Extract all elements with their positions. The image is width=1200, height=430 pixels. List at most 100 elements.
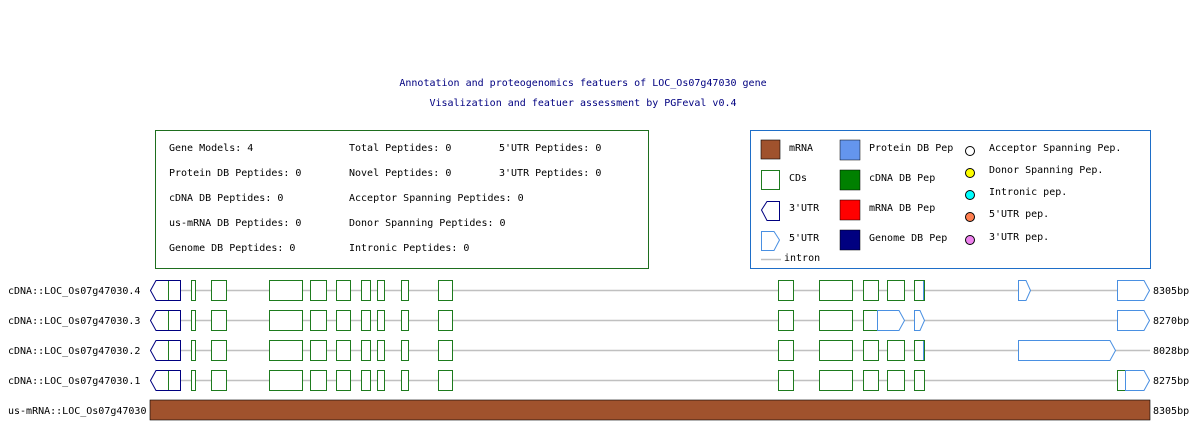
legend-cdna-db-label: cDNA DB Pep [869, 173, 936, 184]
track-cdna-2-cds [377, 340, 385, 361]
track-cdna-3-cds [438, 310, 453, 331]
stats-panel: Gene Models: 4 Total Peptides: 0 5'UTR P… [155, 130, 649, 269]
track-cdna-1-cds [914, 370, 925, 391]
track-cdna-2-cds [401, 340, 409, 361]
stat-gene-models: Gene Models: 4 [169, 143, 254, 154]
track-cdna-2: cDNA::LOC_Os07g47030.2 8028bp [8, 340, 1189, 361]
legend-protein-db-label: Protein DB Pep [869, 143, 954, 154]
track-cdna-2-cds [819, 340, 853, 361]
track-cdna-4-cds [438, 280, 453, 301]
track-cdna-2-label: cDNA::LOC_Os07g47030.2 [8, 346, 140, 357]
track-cdna-3-cds [191, 310, 196, 331]
track-cdna-2-cds [914, 340, 925, 361]
track-cdna-2-cds [863, 340, 879, 361]
track-cdna-2-cds [211, 340, 227, 361]
track-cdna-3-cds [863, 310, 878, 331]
track-cdna-1-cds [438, 370, 453, 391]
header-title: Annotation and proteogenomics featuers o… [399, 78, 767, 89]
track-cdna-2-cds [887, 340, 905, 361]
track-cdna-4-cds [211, 280, 227, 301]
legend-mrna-db-label: mRNA DB Pep [869, 203, 936, 214]
track-cdna-3-cds [401, 310, 409, 331]
legend-3utr-swatch [760, 201, 780, 221]
legend-genome-db-label: Genome DB Pep [869, 233, 948, 244]
legend-mrna-label: mRNA [789, 143, 814, 154]
track-cdna-4-5utr [1018, 280, 1032, 301]
track-usmrna-bar [149, 399, 1151, 421]
track-cdna-4-cds [377, 280, 385, 301]
track-cdna-2-cds [438, 340, 453, 361]
track-cdna-3-length: 8270bp [1153, 316, 1189, 327]
track-cdna-1-cds [1117, 370, 1126, 391]
track-cdna-3-5utr [1117, 310, 1151, 331]
track-cdna-2-5utr [1018, 340, 1117, 361]
track-cdna-4-5utr [1117, 280, 1151, 301]
stat-novel-peptides: Novel Peptides: 0 [349, 168, 452, 179]
track-cdna-1-cds [401, 370, 409, 391]
track-cdna-3-cds [361, 310, 371, 331]
track-cdna-1-3utr [149, 370, 181, 391]
legend-5utr-dot [965, 212, 975, 222]
track-cdna-4-3utr [149, 280, 181, 301]
stat-3utr-peptides: 3'UTR Peptides: 0 [499, 168, 602, 179]
track-cdna-4-cds [336, 280, 351, 301]
track-cdna-3-cds [377, 310, 385, 331]
legend-acceptor-dot [965, 146, 975, 156]
track-cdna-1-5utr [1125, 370, 1151, 391]
track-cdna-3-3utr [149, 310, 181, 331]
stat-protein-db-peptides: Protein DB Peptides: 0 [169, 168, 302, 179]
track-cdna-1-cds [269, 370, 303, 391]
legend-protein-db-swatch [839, 139, 861, 161]
track-cdna-4-cds [863, 280, 879, 301]
stat-cdna-db-peptides: cDNA DB Peptides: 0 [169, 193, 284, 204]
track-cdna-2-cds [336, 340, 351, 361]
legend-panel: mRNA CDs 3'UTR 5'UTR intron Protein DB P… [750, 130, 1151, 269]
track-cdna-2-length: 8028bp [1153, 346, 1189, 357]
legend-cds-swatch [761, 170, 780, 190]
track-cdna-1-label: cDNA::LOC_Os07g47030.1 [8, 376, 140, 387]
track-cdna-1-cds [819, 370, 853, 391]
legend-cdna-db-swatch [839, 169, 861, 191]
track-cdna-4-cds [914, 280, 925, 301]
track-cdna-4-label: cDNA::LOC_Os07g47030.4 [8, 286, 140, 297]
legend-cds-label: CDs [789, 173, 808, 184]
track-cdna-1-cds [336, 370, 351, 391]
track-cdna-4-cds [310, 280, 327, 301]
track-cdna-4-cds [361, 280, 371, 301]
legend-intronic-dot [965, 190, 975, 200]
track-usmrna-length: 8305bp [1153, 406, 1189, 417]
legend-3utr-label: 3'UTR [789, 203, 820, 214]
legend-mrna-swatch [760, 139, 781, 160]
track-cdna-1-cds [310, 370, 327, 391]
track-cdna-3-cds [778, 310, 794, 331]
track-cdna-2-cds [361, 340, 371, 361]
track-cdna-3-5utr [914, 310, 926, 331]
track-cdna-3-cds [211, 310, 227, 331]
track-cdna-3-cds [336, 310, 351, 331]
track-cdna-1-cds [887, 370, 905, 391]
track-cdna-1: cDNA::LOC_Os07g47030.1 8275bp [8, 370, 1189, 391]
track-cdna-3: cDNA::LOC_Os07g47030.3 8270bp [8, 310, 1189, 331]
track-cdna-3-cds [310, 310, 327, 331]
track-cdna-3-5utr [877, 310, 906, 331]
legend-3utr-pep-label: 3'UTR pep. [989, 232, 1050, 243]
legend-swatches [760, 139, 975, 261]
stat-acceptor-spanning-peptides: Acceptor Spanning Peptides: 0 [349, 193, 524, 204]
track-cdna-1-cds [778, 370, 794, 391]
track-cdna-2-cds [310, 340, 327, 361]
legend-5utr-swatch [761, 231, 781, 251]
track-cdna-2-3utr [149, 340, 181, 361]
track-usmrna: us-mRNA::LOC_Os07g47030 8305bp [8, 399, 1189, 421]
track-cdna-4-cds [269, 280, 303, 301]
stat-total-peptides: Total Peptides: 0 [349, 143, 452, 154]
stat-usmrna-db-peptides: us-mRNA DB Peptides: 0 [169, 218, 302, 229]
legend-5utr-pep-label: 5'UTR pep. [989, 209, 1050, 220]
legend-intronic-label: Intronic pep. [989, 187, 1068, 198]
legend-genome-db-swatch [839, 229, 861, 251]
track-cdna-1-cds [191, 370, 196, 391]
legend-mrna-db-swatch [839, 199, 861, 221]
track-cdna-2-cds [191, 340, 196, 361]
transcript-tracks: cDNA::LOC_Os07g47030.4 8305bp cDNA::LOC_… [8, 280, 1189, 421]
legend-intron-label: intron [784, 253, 821, 264]
track-cdna-4-length: 8305bp [1153, 286, 1189, 297]
